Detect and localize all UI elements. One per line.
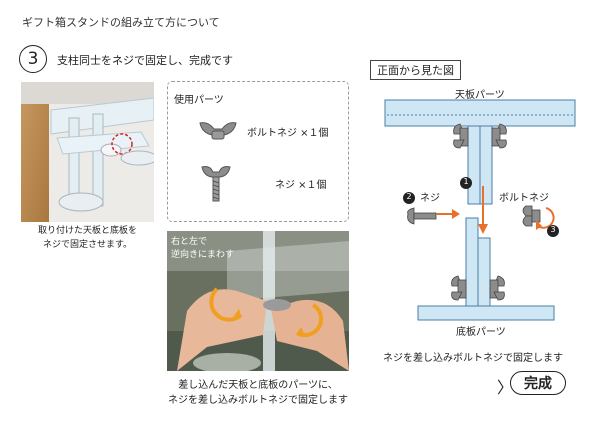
top-board-label: 天板パーツ <box>455 90 505 101</box>
photo1-caption: 取り付けた天板と底板を ネジで固定させます。 <box>21 224 154 252</box>
screw-part-label: ネジ ×１個 <box>275 180 327 191</box>
wingnut-icon <box>198 119 238 145</box>
photo2-caption-line2: ネジを差し込みボルトネジで固定します <box>168 395 348 406</box>
photo2-caption: 差し込んだ天板と底板のパーツに、 ネジを差し込みボルトネジで固定します <box>158 378 358 408</box>
front-view-label: 正面から見た図 <box>370 60 461 80</box>
badge-3: 3 <box>550 225 556 234</box>
photo1-caption-line1: 取り付けた天板と底板を <box>37 226 137 236</box>
complete-button[interactable]: 完成 <box>510 371 566 395</box>
step-instruction: 支柱同士をネジで固定し、完成です <box>57 54 233 67</box>
screw-icon <box>200 164 232 208</box>
diagram-caption: ネジを差し込みボルトネジで固定します <box>383 353 563 364</box>
rotation-hint-line1: 右と左で <box>171 237 208 247</box>
bolt-part-label: ボルトネジ ×１個 <box>247 128 329 139</box>
badge-2: 2 <box>406 192 412 201</box>
step-number-badge: 3 <box>19 45 47 73</box>
photo2-caption-line1: 差し込んだ天板と底板のパーツに、 <box>178 380 338 391</box>
photo1-caption-line2: ネジで固定させます。 <box>42 240 133 250</box>
bolt-label: ボルトネジ <box>499 193 549 204</box>
parts-title: 使用パーツ <box>174 95 224 106</box>
screw-label: ネジ <box>420 193 440 204</box>
rotation-hint: 右と左で 逆向きにまわす <box>171 236 234 262</box>
bottom-board-label: 底板パーツ <box>456 327 506 338</box>
rotation-hint-line2: 逆向きにまわす <box>171 250 235 260</box>
assembly-photo <box>21 82 154 222</box>
page-title: ギフト箱スタンドの組み立て方について <box>22 16 220 29</box>
badge-1: 1 <box>463 177 469 186</box>
parts-box <box>167 81 349 222</box>
chevron-right-icon: 〉 <box>497 378 514 397</box>
hands-photo <box>167 231 349 371</box>
front-view-diagram <box>384 99 576 321</box>
